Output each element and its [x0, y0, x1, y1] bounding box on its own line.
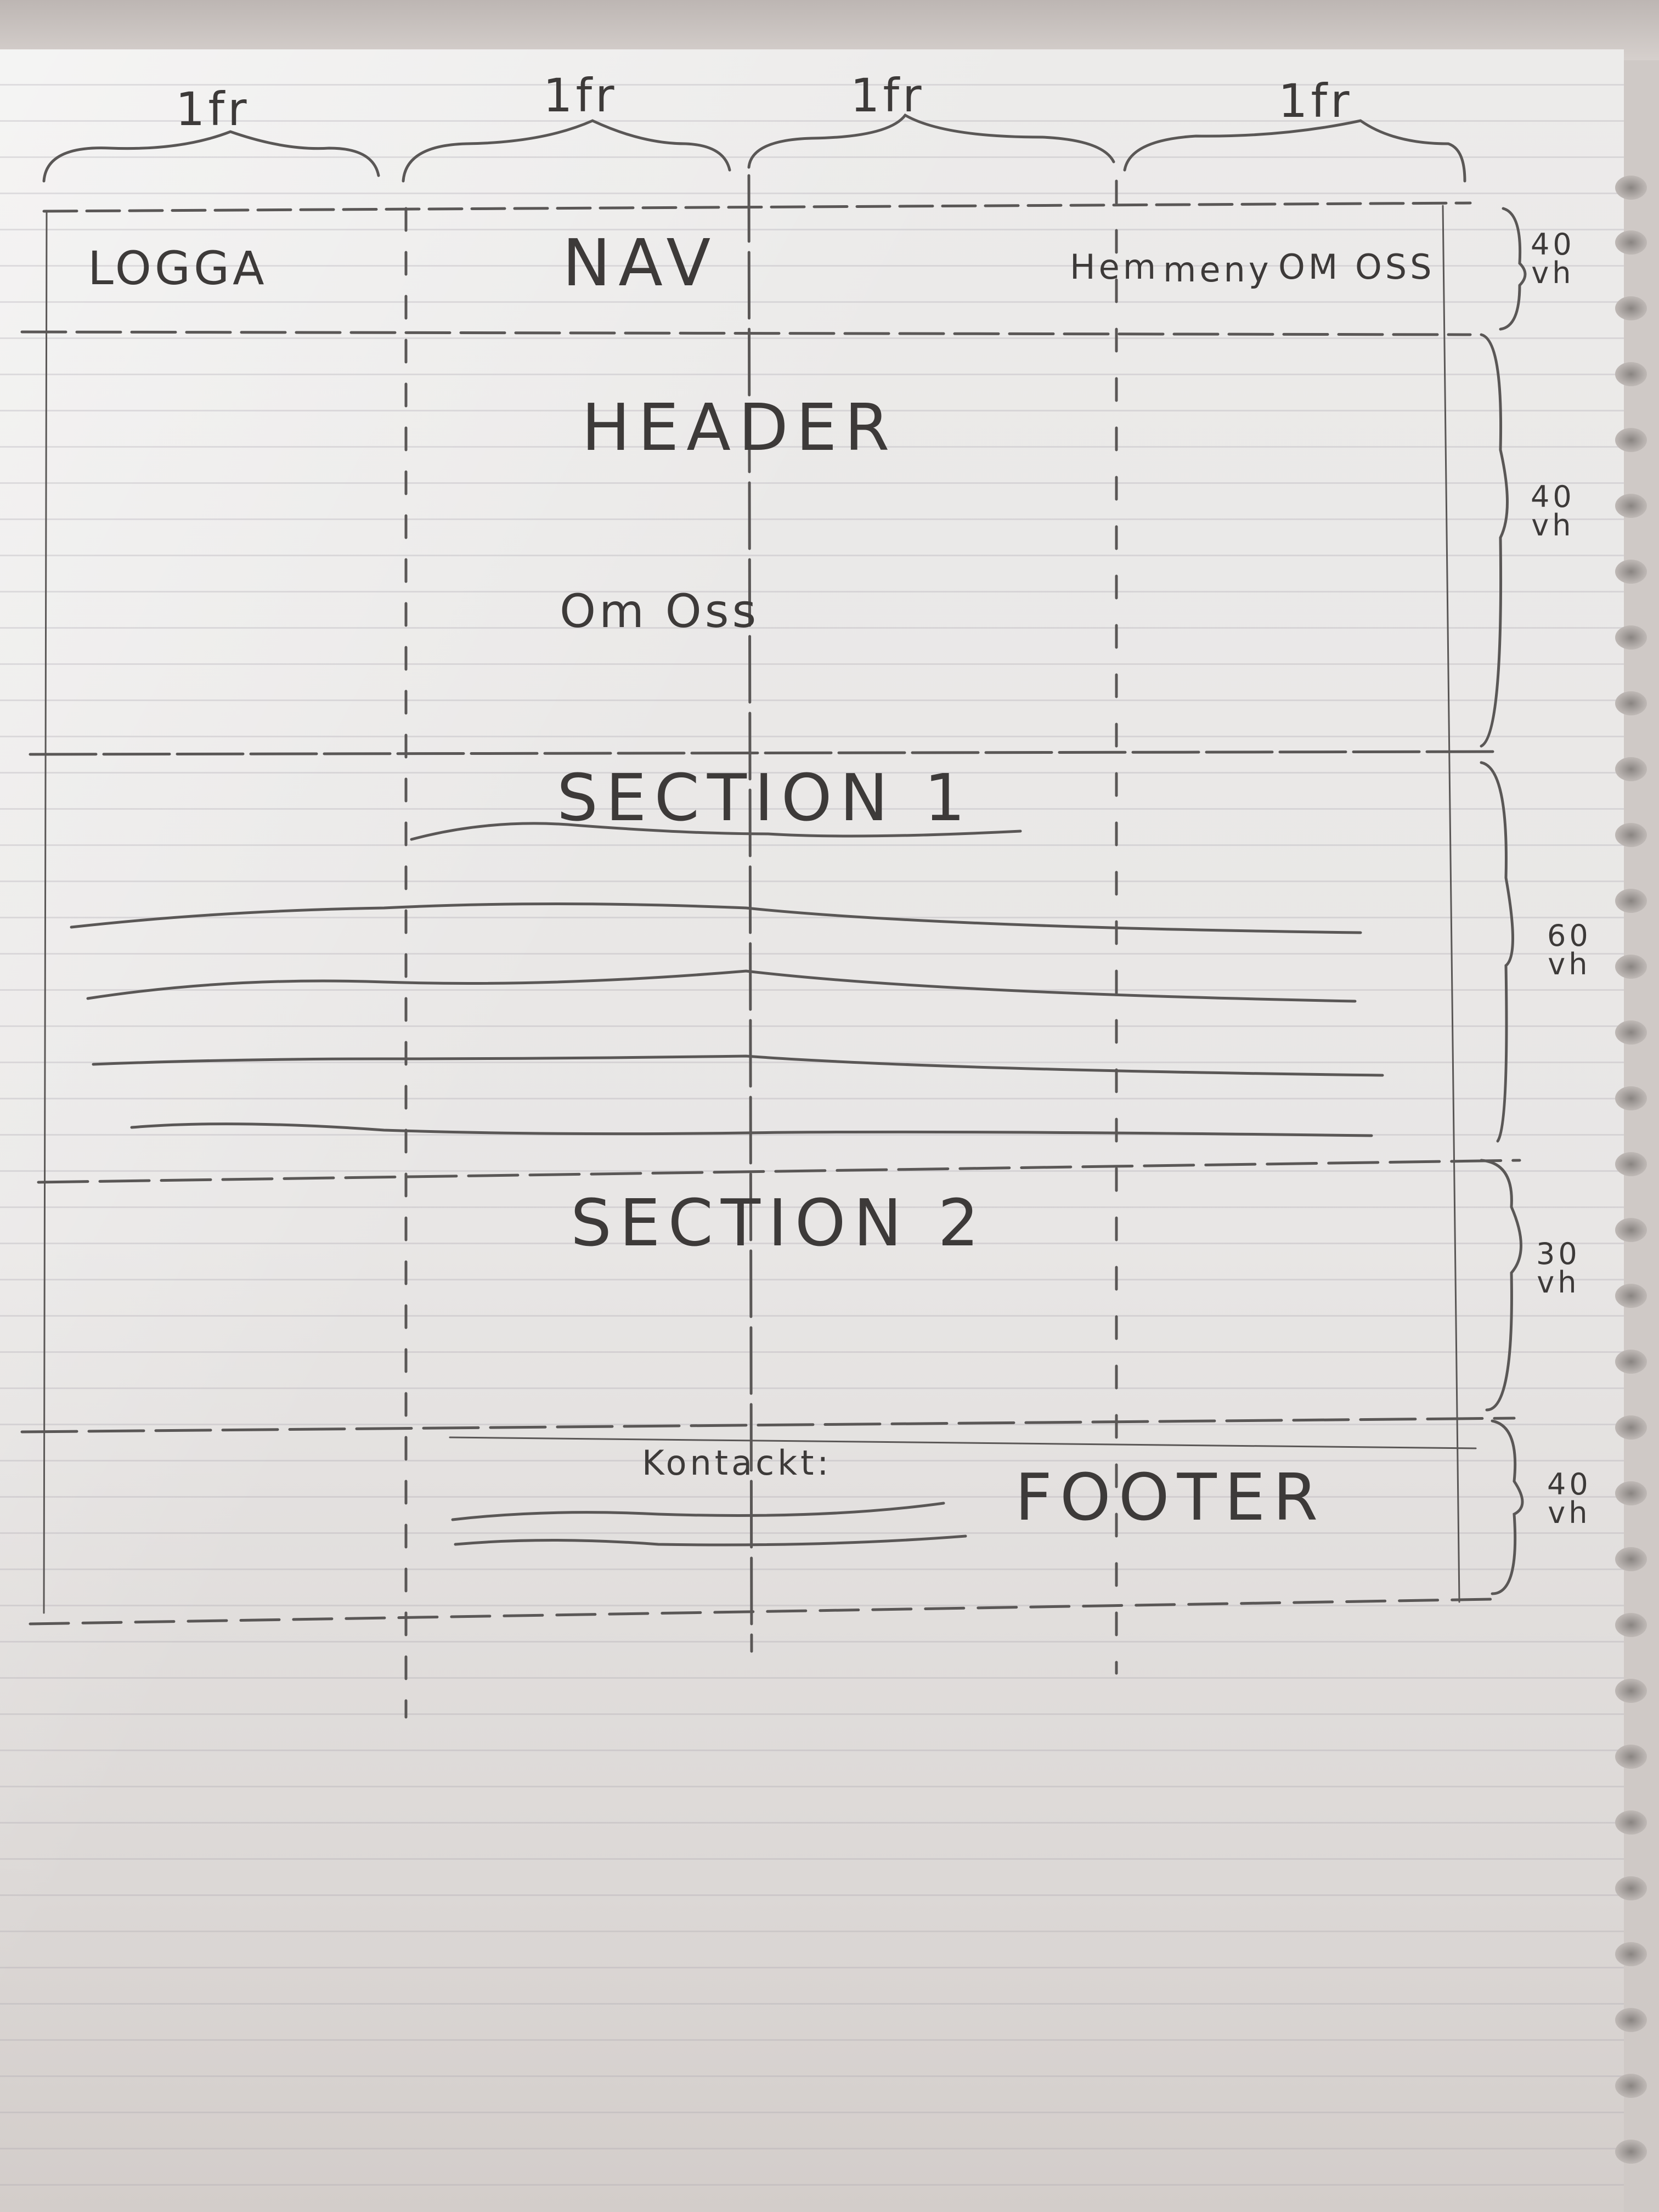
- nav-link-home: Hem: [1070, 247, 1160, 287]
- column-label: 1fr: [1278, 74, 1353, 128]
- row-divider-footer: [29, 1598, 1494, 1626]
- frame-right: [1442, 205, 1460, 1603]
- scribble-line: [130, 1122, 1373, 1137]
- scribble-line: [92, 1054, 1384, 1077]
- height-section2: 30 vh: [1536, 1237, 1581, 1300]
- scribble-line: [454, 1534, 967, 1547]
- section2-title: SECTION 2: [571, 1185, 987, 1261]
- brace-footer: [1491, 1419, 1524, 1595]
- nav-link-about: OM OSS: [1278, 247, 1435, 287]
- scribble-line: [70, 902, 1362, 934]
- frame-left: [43, 210, 48, 1614]
- brace-col-3: [747, 113, 1115, 169]
- scribble-line: [410, 822, 1022, 841]
- height-header: 40 vh: [1531, 479, 1575, 543]
- notebook-paper: [0, 49, 1624, 2212]
- ruled-lines: [0, 49, 1624, 2212]
- column-label: 1fr: [543, 69, 618, 122]
- height-section1: 60 vh: [1547, 918, 1592, 981]
- nav-title: NAV: [562, 225, 719, 301]
- brace-header: [1480, 333, 1509, 748]
- height-footer: 40 vh: [1547, 1467, 1592, 1530]
- brace-col-1: [42, 130, 380, 183]
- column-label: 1fr: [850, 69, 925, 122]
- row-divider-section2: [20, 1417, 1516, 1434]
- row-divider-nav: [20, 330, 1472, 336]
- header-title: HEADER: [582, 390, 898, 465]
- brace-col-2: [402, 119, 731, 183]
- col-line-2: [747, 174, 753, 1653]
- scribble-line: [451, 1502, 945, 1521]
- row-divider-section1: [37, 1159, 1521, 1184]
- row-divider-footer-top: [449, 1436, 1477, 1449]
- footer-contact: Kontackt:: [642, 1443, 832, 1483]
- header-subtitle: Om Oss: [560, 584, 760, 638]
- section1-title: SECTION 1: [557, 760, 973, 836]
- height-nav: 40 vh: [1531, 227, 1575, 290]
- brace-section1: [1480, 761, 1514, 1143]
- brace-col-4: [1123, 119, 1466, 183]
- brace-nav: [1499, 207, 1527, 331]
- column-label: 1fr: [176, 82, 250, 136]
- row-divider-header: [29, 750, 1499, 756]
- frame-top: [42, 201, 1472, 213]
- footer-title: FOOTER: [1015, 1459, 1326, 1535]
- nav-link-menu: meny: [1163, 250, 1272, 290]
- scribble-line: [86, 969, 1357, 1003]
- brace-section2: [1480, 1159, 1522, 1412]
- logo-label: LOGGA: [88, 241, 268, 295]
